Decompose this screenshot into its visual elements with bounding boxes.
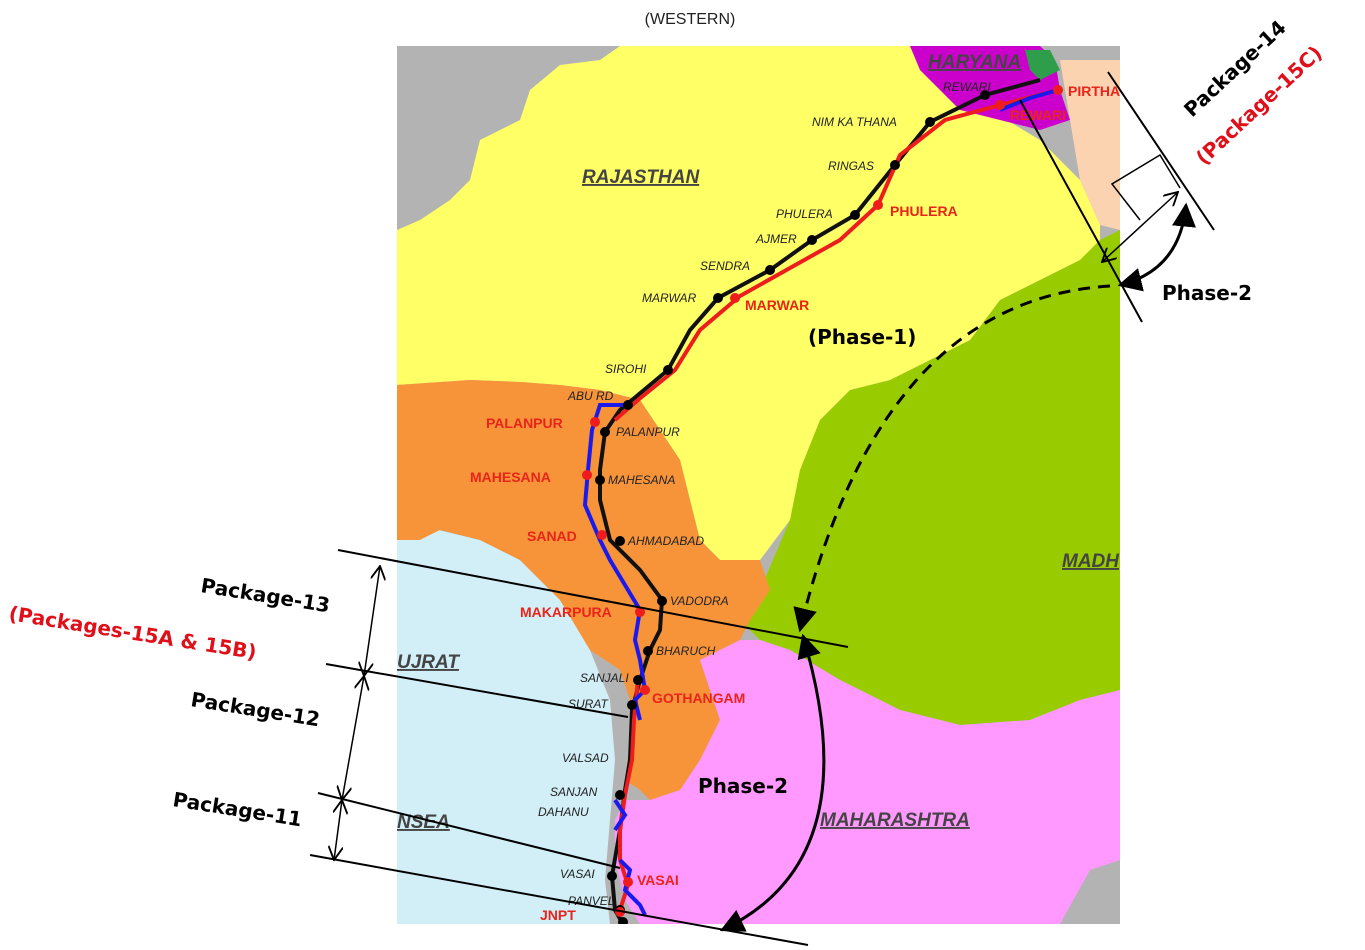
station-label-red: MAHESANA [470,469,551,485]
region-gujarat [397,380,770,800]
station-label-black: VALSAD [562,751,609,765]
phase-2-top-label: Phase-2 [1162,281,1252,305]
station-label-red: VASAI [637,872,679,888]
station-label-black: AJMER [755,232,797,246]
region-label-rajasthan: RAJASTHAN [582,167,700,188]
region-rajasthan [397,46,1100,560]
station-dots-red [582,85,1063,917]
package-11-label: Package-11 [171,787,303,831]
station-label-red: SANAD [527,528,577,544]
phase-2-top-arc [1117,202,1196,292]
station-label-black: MARWAR [642,291,697,305]
phase-1-label: (Phase-1) [808,325,916,349]
station-label-red: MARWAR [745,297,809,313]
region-label-sea: NSEA [397,812,450,833]
packages-15a-15b-label: (Packages-15A & 15B) [7,601,258,664]
phase-2-bottom-arc [719,633,826,932]
station-label-black: NIM KA THANA [812,115,897,129]
route-red [613,88,1059,422]
region-peach [1060,60,1120,230]
station-dots-black [595,90,990,924]
station-label-black: VASAI [560,867,595,881]
station-label-black: MAHESANA [608,473,675,487]
region-label-haryana: HARYANA [928,52,1021,73]
station-label-red: MAKARPURA [520,604,612,620]
package-13-label: Package-13 [199,573,331,617]
station-label-black: SANJALI [580,671,629,685]
station-label-black: PHULERA [776,207,833,221]
station-label-black: ABU RD [567,389,614,403]
region-label-maharashtra: MAHARASHTRA [820,810,970,831]
station-label-red: PIRTHALA [1068,83,1139,99]
arabian-sea [397,520,615,924]
region-pakistan [397,46,620,230]
station-label-black: SIROHI [605,362,647,376]
station-label-red: PHULERA [890,203,958,219]
gulf-of-kutch [397,530,450,580]
station-label-black: RINGAS [828,159,874,173]
station-label-red: PALANPUR [486,415,563,431]
station-label-black: AHMADABAD [627,534,704,548]
station-label-black: SENDRA [700,259,750,273]
station-label-black: VADODRA [670,594,729,608]
station-label-black: DAHANU [538,805,589,819]
route-blue [582,88,1059,916]
map-title: (WESTERN) [645,11,736,28]
package-12-label: Package-12 [189,687,321,731]
region-madhya-pradesh [740,230,1120,725]
phase-1-dashed-arc [793,284,1111,633]
station-label-black: REWARI [943,80,991,94]
station-label-red: JNPT [540,907,576,923]
station-label-black: BHARUCH [656,644,716,658]
region-label-gujarat: UJRAT [397,652,460,673]
station-label-black: PALANPUR [616,425,680,439]
station-label-red: REWARI [1010,107,1066,123]
region-delhi [1025,50,1060,80]
phase-2-bottom-label: Phase-2 [698,774,788,798]
station-label-black: SURAT [568,697,609,711]
region-label-madhya: MADH [1062,551,1120,572]
station-label-red: GOTHANGAM [652,690,745,706]
station-label-black: SANJAN [550,785,598,799]
package-dimension-arrows [334,566,380,860]
region-grey-bottom [1060,860,1120,924]
